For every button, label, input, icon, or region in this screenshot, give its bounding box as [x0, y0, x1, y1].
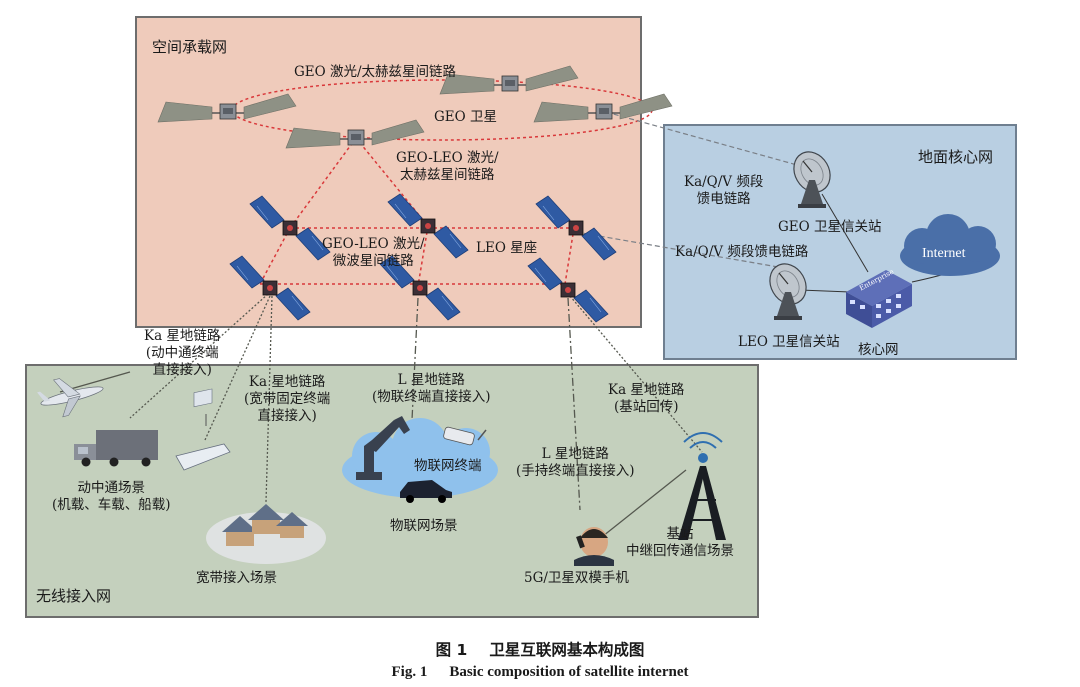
- airplane-icon: [37, 378, 104, 418]
- iot-scene-label: 物联网场景: [390, 518, 458, 534]
- iot-terminal-label: 物联网终端: [414, 458, 482, 474]
- camera-icon: [443, 426, 487, 446]
- tower-icon: [678, 432, 726, 540]
- ka-broadband-link-label: Ka 星地链路(宽带固定终端直接接入): [244, 374, 331, 424]
- broadband-scene-label: 宽带接入场景: [196, 570, 277, 586]
- leo-feeder-label: Ka/Q/V 频段馈电链路: [675, 244, 809, 260]
- l-handheld-link-label: L 星地链路(手持终端直接接入): [516, 446, 635, 479]
- cloud-icon: [900, 214, 1000, 276]
- truck-icon: [74, 430, 158, 467]
- dual-mode-phone-label: 5G/卫星双模手机: [524, 570, 629, 586]
- geo-satellite-label: GEO 卫星: [434, 109, 497, 125]
- ka-mobile-link-label: Ka 星地链路(动中通终端直接接入): [144, 328, 221, 378]
- space-bearer-network-region: [135, 16, 642, 328]
- leo-satellite-icon: [249, 195, 331, 261]
- car-icon: [400, 480, 452, 503]
- leo-satellite-icon: [527, 257, 609, 323]
- robot-arm-icon: [356, 416, 410, 480]
- geo-satellite-icon: [285, 119, 425, 149]
- ground-network-title: 地面核心网: [918, 148, 994, 166]
- geo-satellite-icon: [533, 93, 673, 123]
- core-network-label: 核心网: [858, 342, 899, 358]
- geo-satellite-icon: [157, 93, 297, 123]
- building-icon: [846, 270, 912, 328]
- leo-constellation-label: LEO 星座: [476, 240, 538, 256]
- leo-gateway-label: LEO 卫星信关站: [738, 334, 840, 350]
- wireless-network-title: 无线接入网: [36, 587, 112, 605]
- geo-feeder-label: Ka/Q/V 频段馈电链路: [684, 174, 764, 207]
- base-station-label: 基站中继回传通信场景: [626, 526, 734, 559]
- houses-icon: [206, 504, 326, 564]
- geo-gateway-label: GEO 卫星信关站: [778, 219, 882, 235]
- space-network-title: 空间承载网: [152, 38, 228, 56]
- ship-icon: [175, 388, 231, 471]
- person-phone-icon: [574, 527, 614, 566]
- geo-leo-microwave-label: GEO-LEO 激光/微波星间链路: [322, 236, 425, 269]
- leo-gateway-dish-icon: [762, 256, 814, 321]
- internet-label: Internet: [922, 246, 966, 261]
- mobile-scene-label: 动中通场景(机载、车载、船载): [52, 480, 171, 513]
- ka-backhaul-link-label: Ka 星地链路(基站回传): [608, 382, 685, 415]
- geo-satellite-icon: [439, 65, 579, 95]
- l-iot-link-label: L 星地链路(物联终端直接接入): [372, 372, 491, 405]
- geo-isl-label: GEO 激光/太赫兹星间链路: [294, 64, 457, 80]
- geo-gateway-dish-icon: [786, 144, 838, 209]
- geo-leo-thz-label: GEO-LEO 激光/太赫兹星间链路: [396, 150, 499, 183]
